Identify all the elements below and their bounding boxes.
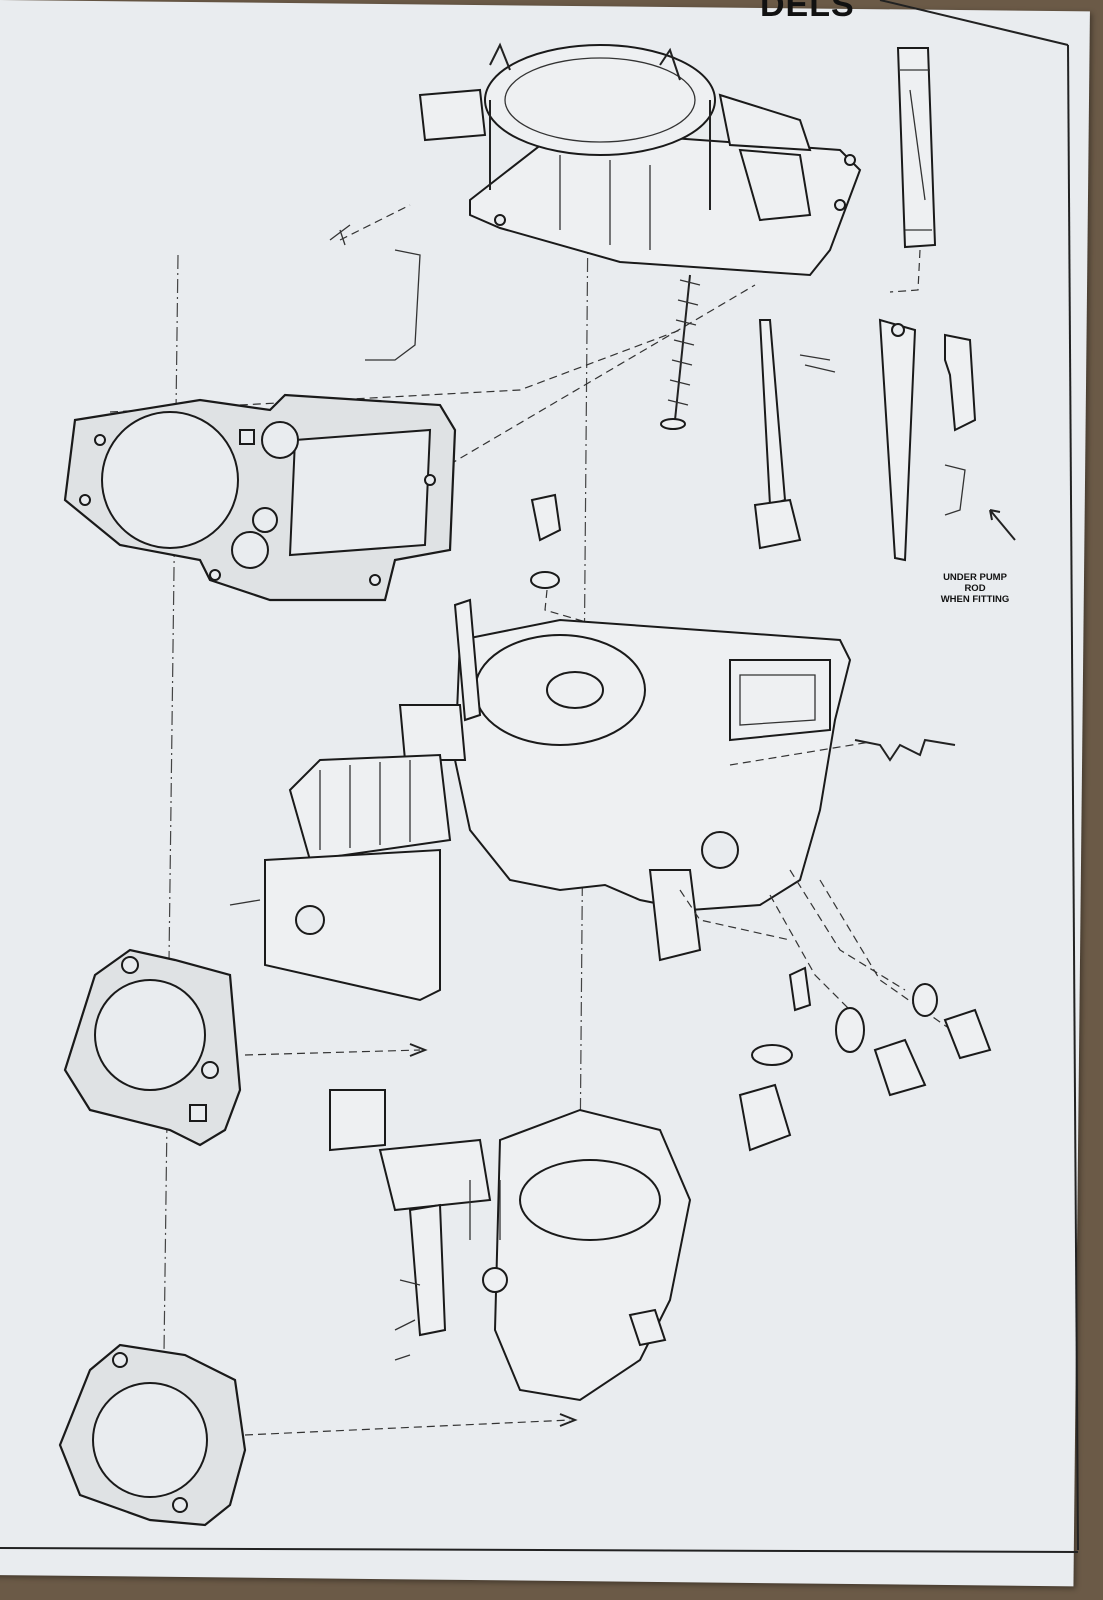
- note-line-3: WHEN FITTING: [940, 594, 1010, 605]
- adjusting-screw: [660, 274, 701, 430]
- lower-gasket: [58, 1343, 247, 1527]
- page-border-top: [879, 0, 1069, 46]
- note-line-2: ROD: [964, 583, 986, 594]
- pump-levers: [878, 318, 1016, 562]
- carburettor-top-cover: [418, 42, 862, 277]
- leader-line-1: [109, 329, 681, 413]
- leader-line-10: [244, 1419, 571, 1436]
- pump-plunger: [753, 319, 836, 550]
- page-heading: DELS: [760, 0, 855, 24]
- page-border-right: [1067, 44, 1079, 1551]
- arrow-head-2: [559, 1413, 578, 1427]
- fitting-note: UNDER PUMP ROD WHEN FITTING: [925, 572, 1025, 605]
- axis-line-left: [161, 254, 179, 1511]
- rod-and-clip: [329, 224, 421, 361]
- arrow-head-1: [409, 1043, 428, 1057]
- note-line-1: UNDER PUMP: [943, 572, 1007, 583]
- middle-gasket: [63, 948, 242, 1147]
- throttle-body: [329, 1089, 692, 1402]
- jets-and-washers: [738, 966, 992, 1152]
- leader-line-2: [339, 204, 411, 241]
- leader-line-8: [769, 894, 851, 1011]
- jet-and-washer: [530, 493, 631, 636]
- sight-tube: [889, 47, 937, 293]
- leader-line-6: [789, 869, 906, 991]
- choke-housing: [229, 753, 452, 1002]
- leader-line-9: [244, 1049, 421, 1056]
- upper-gasket: [63, 393, 457, 602]
- carburettor-main-body: [398, 598, 956, 962]
- leader-line-5: [679, 889, 791, 941]
- page-border-bottom: [0, 1547, 1079, 1553]
